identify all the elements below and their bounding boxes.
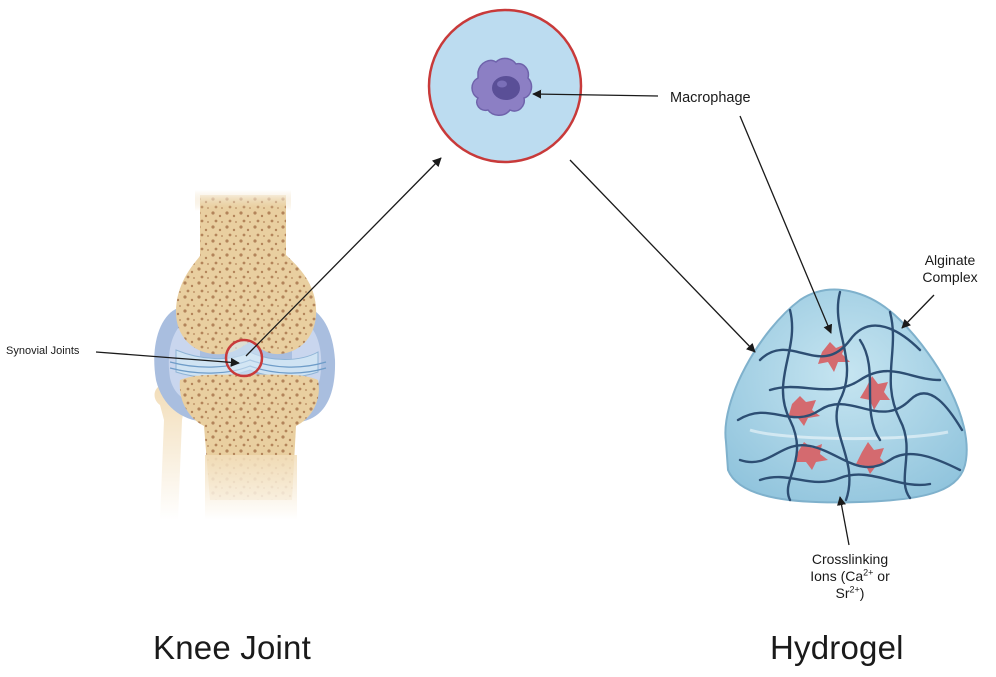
arrow-macrophage-to-hydrogel (570, 160, 755, 352)
synovial-joints-label: Synovial Joints (6, 345, 79, 358)
ions-superscript-ca: 2+ (863, 567, 873, 577)
knee-joint-illustration (154, 190, 335, 520)
alginate-label-line2: Complex (915, 269, 985, 286)
arrow-macrophage-label-to-gel (740, 116, 831, 333)
macrophage-label: Macrophage (670, 90, 751, 107)
macrophage-zoom-circle (429, 10, 581, 162)
ions-superscript-sr: 2+ (850, 584, 860, 594)
macrophage-cell (472, 58, 531, 115)
ions-label-line2: Ions (Ca2+ or (795, 568, 905, 585)
knee-joint-title: Knee Joint (153, 629, 311, 667)
hydrogel-title: Hydrogel (770, 629, 904, 667)
alginate-label-line1: Alginate (915, 252, 985, 269)
ions-label-line1: Crosslinking (795, 551, 905, 568)
alginate-complex-label: Alginate Complex (915, 252, 985, 286)
hydrogel-illustration (725, 290, 966, 503)
arrow-ions-label (840, 497, 849, 545)
arrow-alginate-label (902, 295, 934, 328)
crosslinking-ions-label: Crosslinking Ions (Ca2+ or Sr2+) (795, 551, 905, 602)
ions-label-line3: Sr2+) (795, 585, 905, 602)
